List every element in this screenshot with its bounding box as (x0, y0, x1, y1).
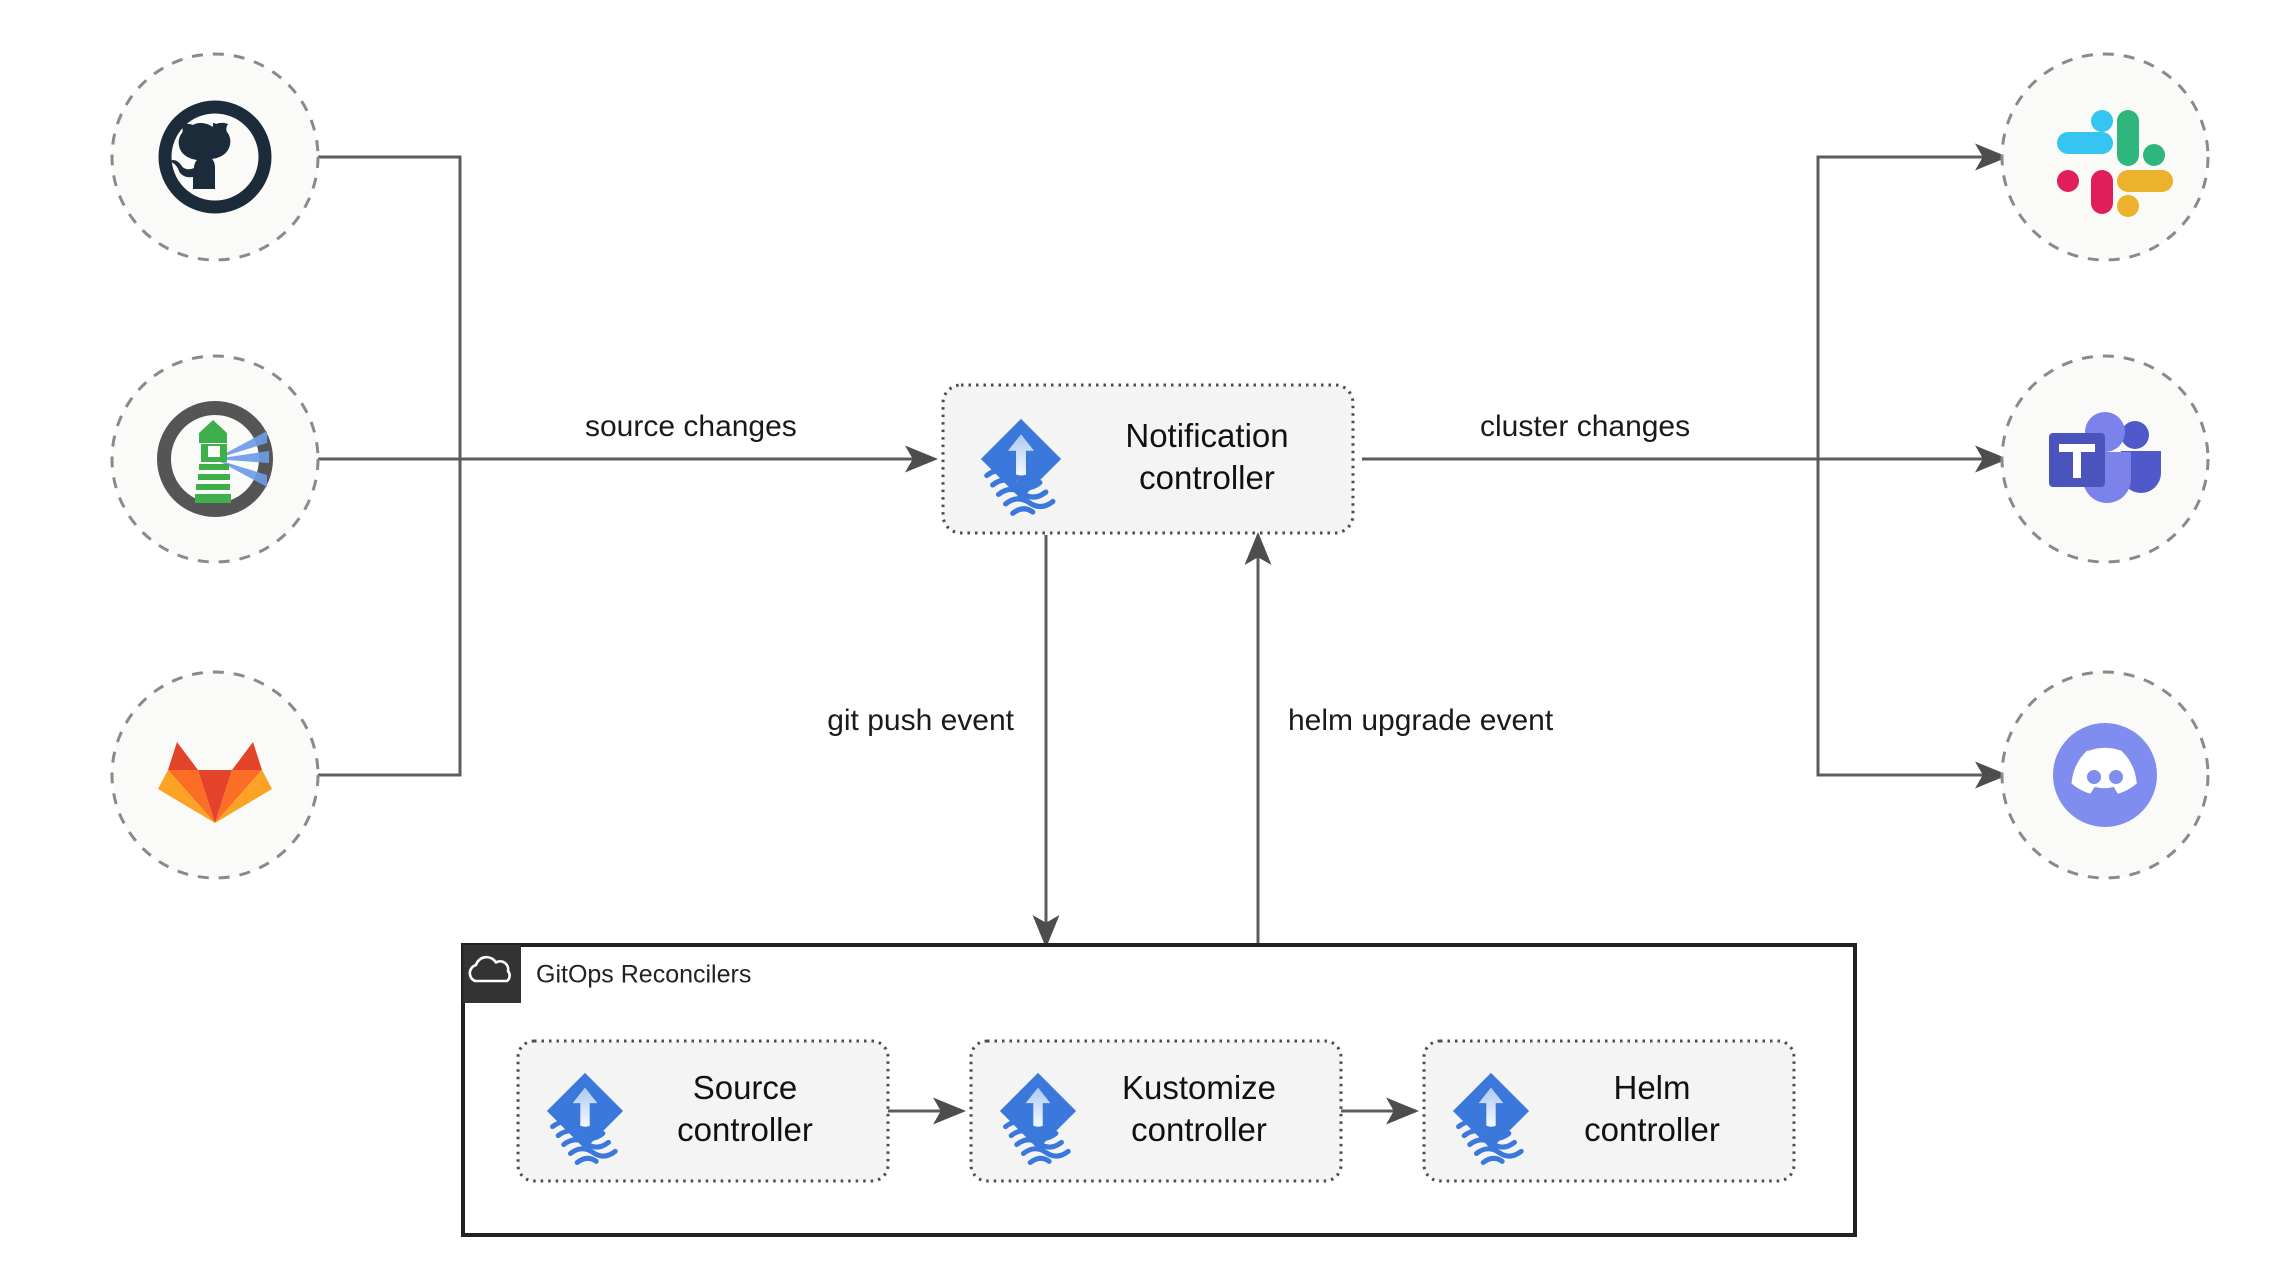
group-badge (463, 945, 521, 1003)
notification-controller-label-line2: controller (1139, 459, 1275, 496)
edge-git-push-event: git push event (827, 535, 1060, 948)
edge-label-cluster-changes: cluster changes (1480, 410, 1690, 443)
edge-label-helm-upgrade-event: helm upgrade event (1288, 704, 1554, 737)
gitlab-icon (158, 742, 272, 823)
source-controller-node[interactable]: Source controller (516, 1039, 890, 1183)
notification-controller-node[interactable]: Notification controller (941, 383, 1355, 535)
helm-controller-label-line2: controller (1584, 1111, 1720, 1148)
edge-label-git-push-event: git push event (827, 704, 1014, 737)
flux-lighthouse-icon (157, 401, 273, 517)
helm-controller-node[interactable]: Helm controller (1422, 1039, 1796, 1183)
slack-node[interactable] (2000, 52, 2210, 262)
gitops-reconcilers-group[interactable]: GitOps Reconcilers Source control (461, 943, 1857, 1237)
kustomize-controller-label-line2: controller (1131, 1111, 1267, 1148)
microsoft-teams-icon (2049, 412, 2161, 503)
github-node[interactable] (110, 52, 320, 262)
flux-logo-icon (999, 1072, 1077, 1165)
gitlab-node[interactable] (110, 670, 320, 880)
edge-source-changes: source changes (310, 155, 938, 777)
cloud-icon (468, 955, 511, 983)
teams-node[interactable] (2000, 354, 2210, 564)
edge-cluster-changes: cluster changes (1362, 143, 2008, 789)
group-title: GitOps Reconcilers (536, 961, 751, 989)
kustomize-controller-label-line1: Kustomize (1122, 1069, 1276, 1106)
notification-controller-label-line1: Notification (1125, 417, 1288, 454)
source-controller-label-line1: Source (693, 1069, 798, 1106)
kustomize-controller-node[interactable]: Kustomize controller (969, 1039, 1343, 1183)
github-icon (158, 100, 272, 214)
discord-icon (2053, 723, 2157, 827)
helm-controller-label-line1: Helm (1613, 1069, 1690, 1106)
edge-helm-upgrade-event: helm upgrade event (1244, 532, 1554, 945)
slack-icon (2057, 110, 2173, 217)
edge-label-source-changes: source changes (585, 410, 797, 443)
flux-node[interactable] (110, 354, 320, 564)
source-controller-label-line2: controller (677, 1111, 813, 1148)
discord-node[interactable] (2000, 670, 2210, 880)
